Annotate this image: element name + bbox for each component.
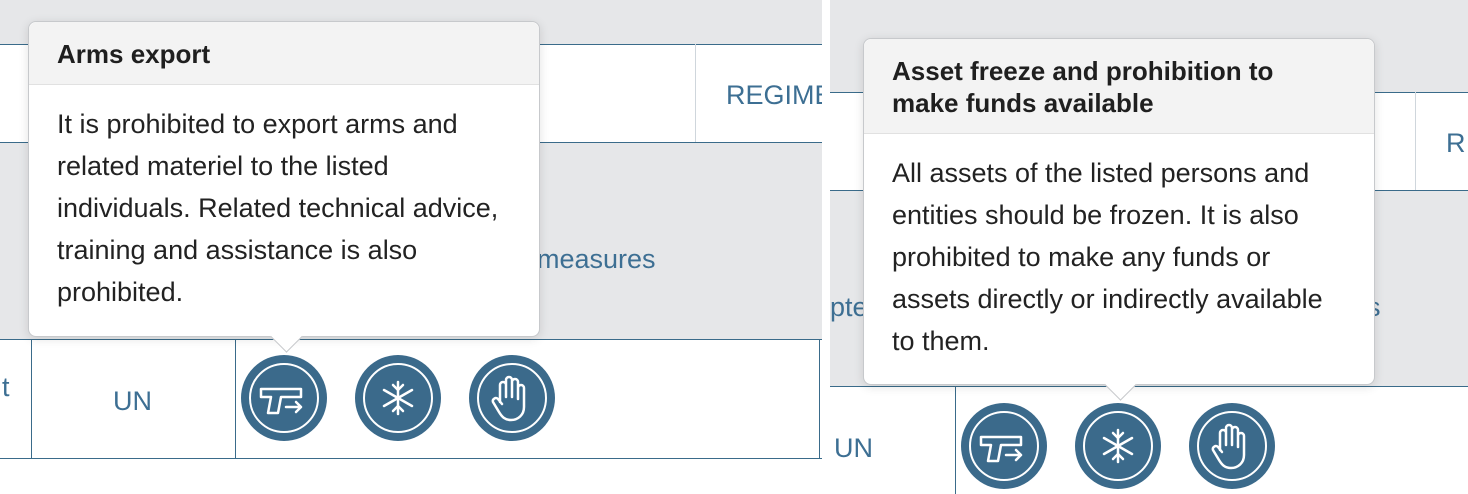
regime-column-header: R (1446, 128, 1466, 158)
adopted-column-cut-text: pte (830, 292, 868, 322)
tooltip: Asset freeze and prohibition to make fun… (863, 38, 1375, 401)
divider (235, 339, 236, 459)
divider (0, 339, 822, 340)
left-screenshot-panel: REGIME measures t UN (0, 0, 822, 459)
tooltip-body: It is prohibited to export arms and rela… (57, 109, 499, 307)
authority-cell: UN (834, 433, 873, 463)
asset-freeze-button[interactable] (1075, 403, 1161, 489)
tooltip-body: All assets of the listed persons and ent… (892, 158, 1323, 356)
divider (1415, 92, 1416, 190)
hand-stop-icon (1197, 411, 1267, 481)
arms-export-icon (969, 411, 1039, 481)
arms-export-button[interactable] (241, 355, 327, 441)
divider (955, 386, 956, 494)
row-cut-text: t (2, 372, 10, 402)
tooltip-title: Asset freeze and prohibition to make fun… (864, 39, 1374, 134)
snowflake-icon (363, 363, 433, 433)
measures-column-header: measures (537, 244, 656, 274)
hand-stop-icon (477, 363, 547, 433)
arms-export-icon (249, 363, 319, 433)
divider (31, 339, 32, 459)
divider (830, 386, 1468, 387)
travel-ban-button[interactable] (1189, 403, 1275, 489)
tooltip-title: Arms export (29, 22, 539, 85)
divider (0, 458, 822, 459)
authority-cell: UN (113, 386, 152, 416)
snowflake-icon (1083, 411, 1153, 481)
tooltip: Arms export It is prohibited to export a… (28, 21, 540, 353)
divider (695, 44, 696, 142)
asset-freeze-button[interactable] (355, 355, 441, 441)
travel-ban-button[interactable] (469, 355, 555, 441)
regime-column-header: REGIME (726, 80, 822, 110)
arms-export-button[interactable] (961, 403, 1047, 489)
right-screenshot-panel: R pte s UN Asset f (830, 0, 1468, 494)
divider (819, 339, 820, 459)
